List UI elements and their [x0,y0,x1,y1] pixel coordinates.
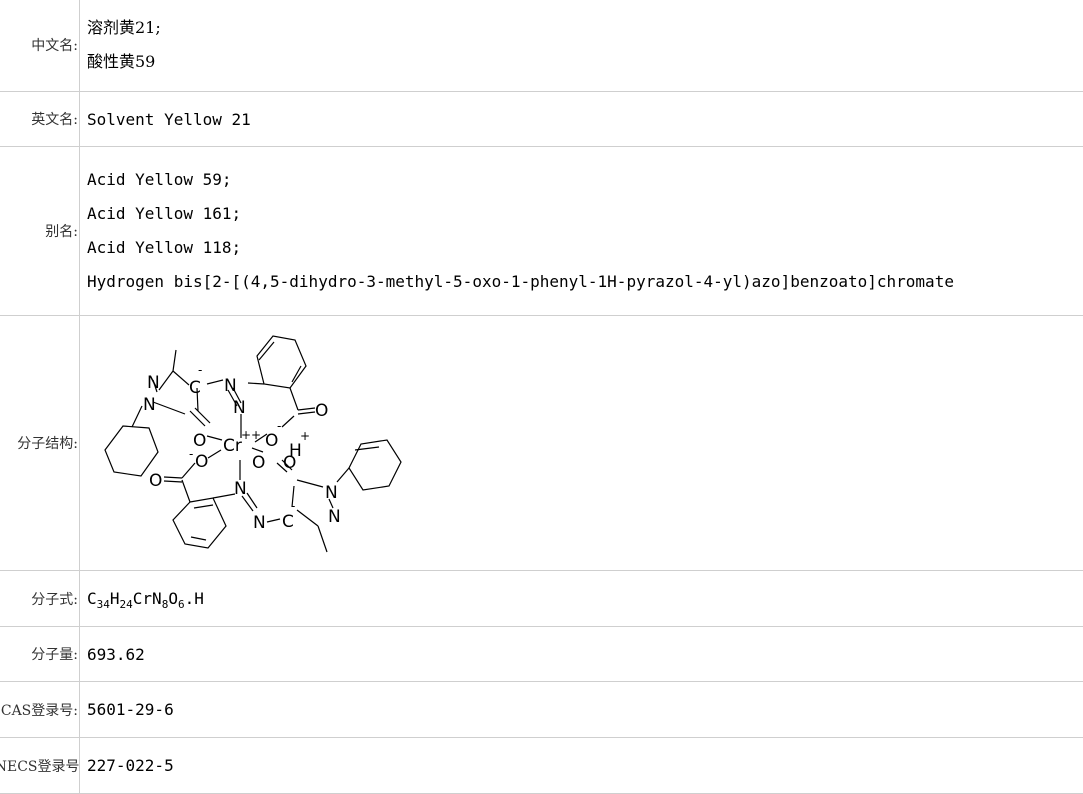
label-weight: 分子量: [0,627,80,682]
alias-4: Hydrogen bis[2-[(4,5-dihydro-3-methyl-5-… [87,265,1083,299]
row-cas: CAS登录号: 5601-29-6 [0,682,1083,738]
row-alias: 别名: Acid Yellow 59; Acid Yellow 161; Aci… [0,147,1083,316]
value-einecs: 227-022-5 [80,738,1083,794]
charge-plus-chromium: ++ [241,428,261,442]
formula-c-count: 34 [97,598,110,611]
charge-plus-h: + [300,429,310,443]
value-formula: C34H24CrN8O6.H [80,571,1083,627]
formula-o-count: 6 [178,598,185,611]
atom-o5: O [252,453,265,473]
atom-o6: O [149,471,162,491]
row-weight: 分子量: 693.62 [0,627,1083,682]
charge-minus-upper: - [198,363,202,377]
label-cas: CAS登录号: [0,682,80,738]
charge-minus-lower: - [291,499,295,513]
label-chinese-name: 中文名: [0,0,80,92]
atom-o7: O [283,453,296,473]
atom-c-upper: C [189,378,201,398]
row-einecs: EINECS登录号: 227-022-5 [0,738,1083,794]
formula-o: O [168,589,178,608]
atom-c-lower: C [282,512,294,532]
row-english-name: 英文名: Solvent Yellow 21 [0,92,1083,147]
formula-crn: CrN [133,589,162,608]
atom-n1: N [147,373,160,393]
atom-chromium: Cr [223,436,242,456]
alias-1: Acid Yellow 59; [87,163,1083,197]
charge-minus-o4: - [189,447,193,461]
row-formula: 分子式: C34H24CrN8O6.H [0,571,1083,627]
molecular-structure-image: N N C - N N O Cr ++ O - O H + O - O [87,322,417,567]
chinese-name-1: 溶剂黄21; [87,11,1083,45]
label-structure: 分子结构: [0,316,80,571]
row-chinese-name: 中文名: 溶剂黄21; 酸性黄59 [0,0,1083,92]
value-cas: 5601-29-6 [80,682,1083,738]
atom-n8: N [328,507,341,527]
atom-n6: N [253,513,266,533]
charge-minus-o2: - [277,419,281,433]
value-chinese-name: 溶剂黄21; 酸性黄59 [80,0,1083,92]
atom-n3: N [224,376,237,396]
value-weight: 693.62 [80,627,1083,682]
atom-o4: O [195,452,208,472]
value-english-name: Solvent Yellow 21 [80,92,1083,147]
label-english-name: 英文名: [0,92,80,147]
formula-h-suffix: .H [185,589,204,608]
structure-atom-labels: N N C - N N O Cr ++ O - O H + O - O [143,363,341,533]
formula-c: C [87,589,97,608]
label-einecs: EINECS登录号: [0,738,80,794]
row-structure: 分子结构: [0,316,1083,571]
formula-h: H [110,589,120,608]
atom-o3: O [315,401,328,421]
value-alias: Acid Yellow 59; Acid Yellow 161; Acid Ye… [80,147,1083,316]
atom-n5: N [234,479,247,499]
formula-h-count: 24 [120,598,133,611]
chinese-name-2: 酸性黄59 [87,45,1083,79]
atom-n7: N [325,483,338,503]
alias-3: Acid Yellow 118; [87,231,1083,265]
atom-o1: O [193,431,206,451]
label-alias: 别名: [0,147,80,316]
alias-2: Acid Yellow 161; [87,197,1083,231]
atom-o2: O [265,431,278,451]
atom-n4: N [233,398,246,418]
label-formula: 分子式: [0,571,80,627]
value-structure: N N C - N N O Cr ++ O - O H + O - O [80,316,1083,571]
atom-n2: N [143,395,156,415]
